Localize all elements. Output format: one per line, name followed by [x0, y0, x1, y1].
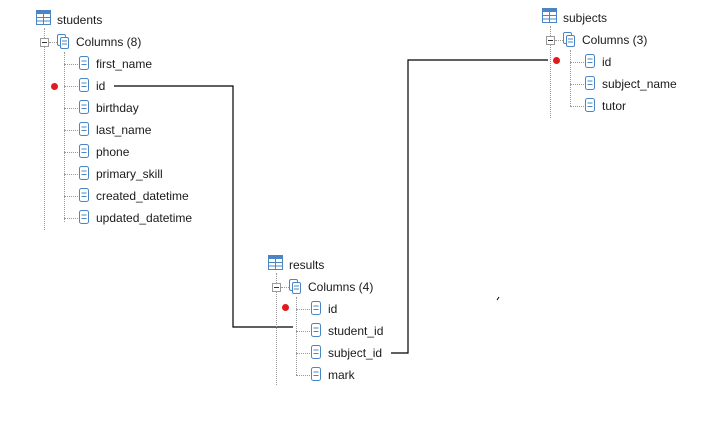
column-icon [79, 56, 89, 73]
column-name: created_datetime [96, 189, 189, 203]
columns-icon [57, 34, 71, 53]
column-name: birthday [96, 101, 139, 115]
column-icon [311, 367, 321, 384]
tree-guide [64, 86, 78, 87]
table-icon [268, 255, 283, 273]
column-icon [79, 210, 89, 227]
tree-guide [276, 273, 277, 385]
column-icon [79, 122, 89, 139]
tree-guide [64, 52, 65, 222]
table-name: students [57, 13, 103, 27]
column-name: first_name [96, 57, 153, 71]
tree-guide [550, 26, 551, 118]
column-icon [79, 144, 89, 161]
column-icon [311, 323, 321, 340]
tree-guide [64, 152, 78, 153]
column-icon [585, 54, 595, 71]
column-name: subject_id [328, 346, 383, 360]
stray-mark [496, 296, 500, 301]
table-icon [542, 8, 557, 26]
tree-guide [49, 42, 57, 43]
columns-label: Columns (3) [582, 33, 648, 47]
primary-key-icon [51, 83, 58, 90]
column-name: phone [96, 145, 130, 159]
column-name: id [96, 79, 106, 93]
collapse-icon[interactable] [40, 38, 49, 47]
table-name: subjects [563, 11, 608, 25]
column-icon [311, 345, 321, 362]
column-icon [585, 76, 595, 93]
column-icon [79, 78, 89, 95]
primary-key-icon [553, 57, 560, 64]
collapse-icon[interactable] [272, 283, 281, 292]
column-name: id [328, 302, 338, 316]
tree-guide [44, 28, 45, 230]
columns-icon [289, 279, 303, 298]
fk-line-subjects-results [391, 59, 548, 354]
tree-guide [281, 287, 289, 288]
tree-guide [570, 50, 571, 106]
tree-guide [64, 174, 78, 175]
tree-guide [64, 218, 78, 219]
tree-guide [296, 309, 310, 310]
column-icon [79, 166, 89, 183]
columns-label: Columns (8) [76, 35, 142, 49]
column-icon [79, 188, 89, 205]
tree-guide [296, 375, 310, 376]
tree-guide [570, 106, 584, 107]
tree-guide [296, 297, 297, 375]
table-icon [36, 10, 51, 28]
tree-guide [296, 353, 310, 354]
column-name: student_id [328, 324, 384, 338]
collapse-icon[interactable] [546, 36, 555, 45]
column-name: last_name [96, 123, 152, 137]
column-icon [79, 100, 89, 117]
tree-guide [296, 331, 310, 332]
table-name: results [289, 258, 325, 272]
fk-line-students-results [114, 85, 293, 328]
tree-guide [570, 84, 584, 85]
column-name: primary_skill [96, 167, 163, 181]
columns-label: Columns (4) [308, 280, 374, 294]
tree-guide [570, 62, 584, 63]
tree-guide [64, 64, 78, 65]
tree-guide [555, 40, 563, 41]
column-name: updated_datetime [96, 211, 193, 225]
column-name: id [602, 55, 612, 69]
columns-icon [563, 32, 577, 51]
tree-guide [64, 196, 78, 197]
column-name: mark [328, 368, 355, 382]
column-name: tutor [602, 99, 627, 113]
column-icon [585, 98, 595, 115]
column-icon [311, 301, 321, 318]
column-name: subject_name [602, 77, 677, 91]
tree-guide [64, 108, 78, 109]
primary-key-icon [282, 304, 289, 311]
tree-guide [64, 130, 78, 131]
